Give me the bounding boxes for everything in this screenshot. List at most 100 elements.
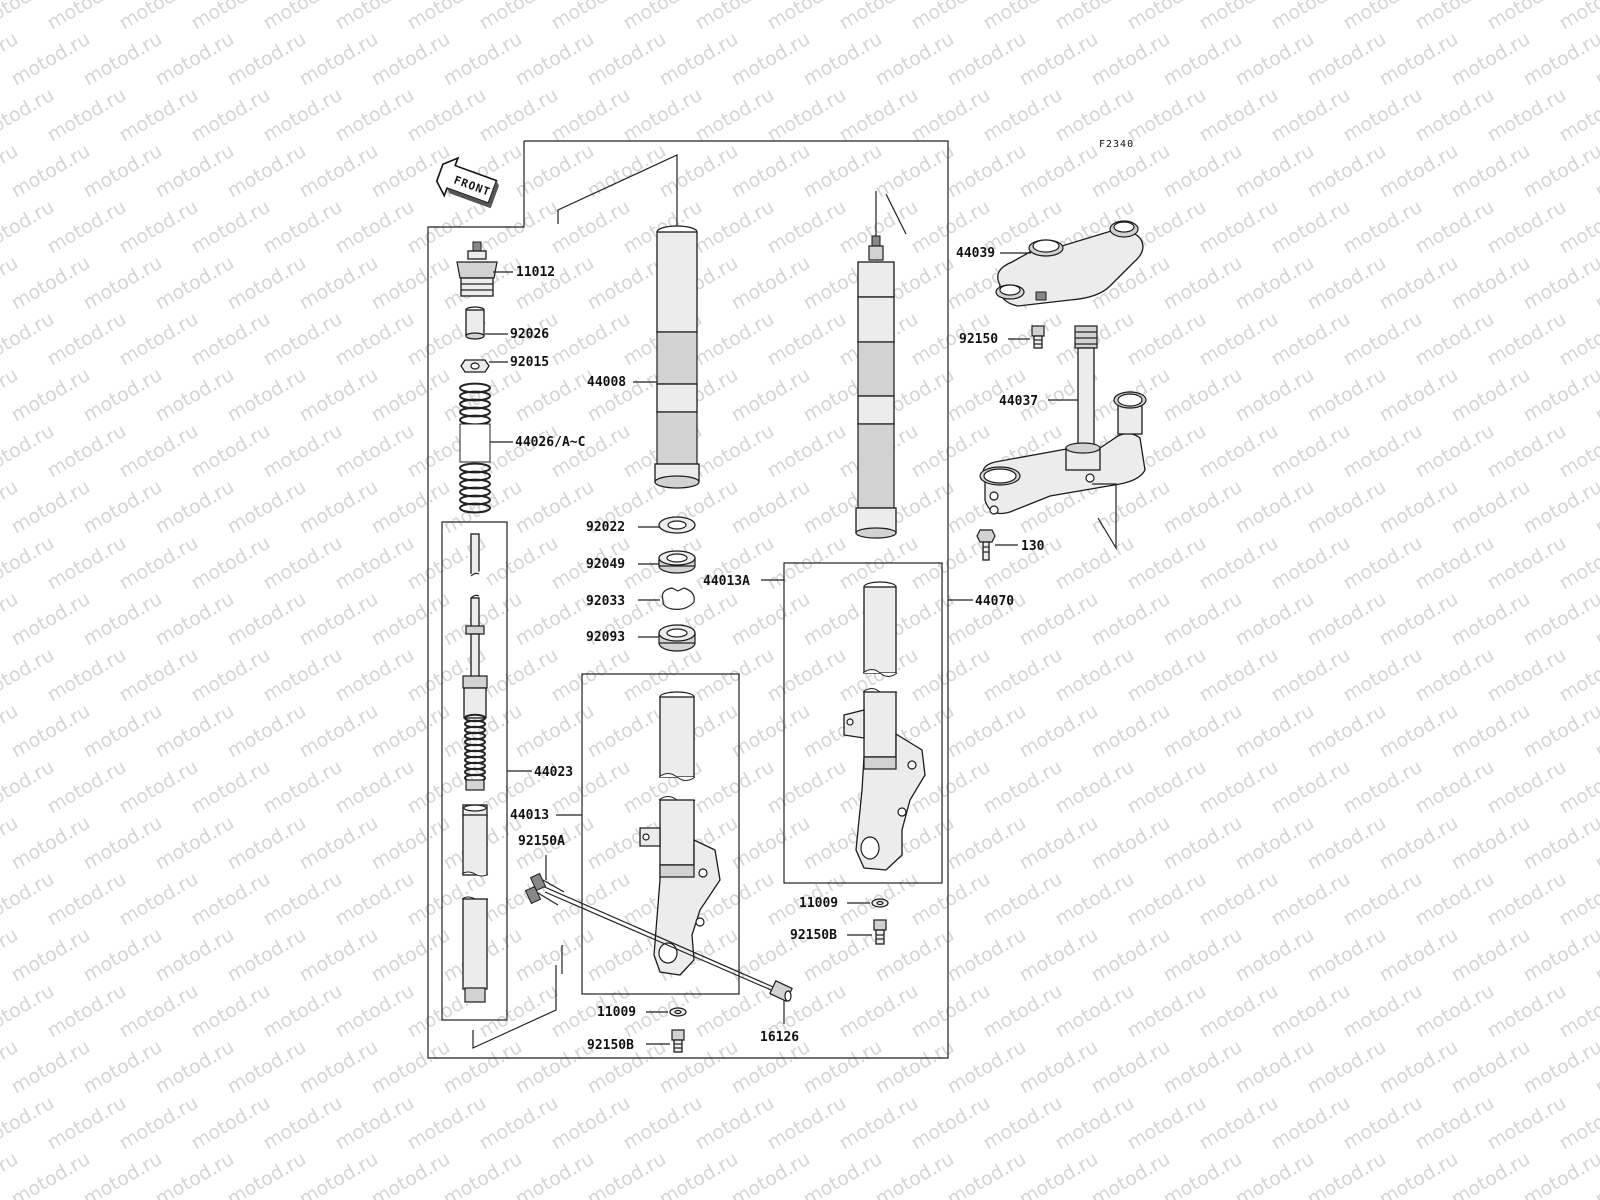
watermark-text: motod.ru	[296, 700, 382, 763]
watermark-text: motod.ru	[1448, 588, 1534, 651]
watermark-text: motod.ru	[1304, 924, 1390, 987]
watermark-text: motod.ru	[728, 252, 814, 315]
bracket-leader-bottom	[472, 965, 557, 1049]
watermark-text: motod.ru	[80, 812, 166, 875]
watermark-text: motod.ru	[368, 812, 454, 875]
watermark-text: motod.ru	[476, 1092, 562, 1155]
watermark-text: motod.ru	[1160, 140, 1246, 203]
watermark-text: motod.ru	[1484, 980, 1570, 1043]
watermark-text: motod.ru	[980, 1092, 1066, 1155]
watermark-text: motod.ru	[764, 644, 850, 707]
front-direction-arrow: FRONT	[435, 156, 499, 209]
watermark-text: motod.ru	[1376, 364, 1462, 427]
watermark-text: motod.ru	[692, 644, 778, 707]
watermark-text: motod.ru	[1304, 28, 1390, 91]
watermark-text: motod.ru	[1484, 868, 1570, 931]
watermark-text: motod.ru	[1448, 700, 1534, 763]
watermark-text: motod.ru	[1448, 140, 1534, 203]
watermark-text: motod.ru	[1520, 364, 1600, 427]
watermark-text: motod.ru	[1484, 196, 1570, 259]
watermark-text: motod.ru	[296, 588, 382, 651]
gasket-part-right	[871, 898, 889, 908]
watermark-text: motod.ru	[1196, 1092, 1282, 1155]
label-92022: 92022	[586, 520, 625, 535]
watermark-text: motod.ru	[1088, 812, 1174, 875]
watermark-text: motod.ru	[368, 364, 454, 427]
watermark-text: motod.ru	[728, 1036, 814, 1099]
watermark-text: motod.ru	[80, 364, 166, 427]
watermark-text: motod.ru	[764, 196, 850, 259]
label-44039: 44039	[956, 246, 995, 261]
watermark-text: motod.ru	[8, 924, 94, 987]
watermark-text: motod.ru	[1268, 1092, 1354, 1155]
watermark-text: motod.ru	[476, 84, 562, 147]
watermark-text: motod.ru	[1376, 140, 1462, 203]
leader-stem-bottom	[1092, 483, 1117, 551]
watermark-text: motod.ru	[1232, 476, 1318, 539]
watermark-text: motod.ru	[332, 308, 418, 371]
watermark-text: motod.ru	[1016, 140, 1102, 203]
watermark-text: motod.ru	[584, 140, 670, 203]
watermark-text: motod.ru	[1052, 84, 1138, 147]
watermark-text: motod.ru	[332, 420, 418, 483]
watermark-text: motod.ru	[512, 1036, 598, 1099]
watermark-text: motod.ru	[800, 140, 886, 203]
watermark-text: motod.ru	[1412, 420, 1498, 483]
watermark-text: motod.ru	[1268, 756, 1354, 819]
watermark-text: motod.ru	[152, 476, 238, 539]
watermark-text: motod.ru	[1448, 1036, 1534, 1099]
watermark-text: motod.ru	[1484, 308, 1570, 371]
watermark-text: motod.ru	[1268, 196, 1354, 259]
watermark-text: motod.ru	[1520, 924, 1600, 987]
watermark-text: motod.ru	[548, 420, 634, 483]
watermark-text: motod.ru	[224, 1036, 310, 1099]
watermark-text: motod.ru	[1088, 28, 1174, 91]
watermark-text: motod.ru	[1268, 532, 1354, 595]
watermark-text: motod.ru	[728, 28, 814, 91]
watermark-text: motod.ru	[332, 196, 418, 259]
watermark-text: motod.ru	[116, 196, 202, 259]
watermark-text: motod.ru	[80, 476, 166, 539]
cap-bolt-part	[456, 241, 498, 297]
watermark-text: motod.ru	[1268, 868, 1354, 931]
watermark-text: motod.ru	[908, 1092, 994, 1155]
watermark-text: motod.ru	[368, 588, 454, 651]
watermark-text: motod.ru	[152, 28, 238, 91]
watermark-text: motod.ru	[1304, 364, 1390, 427]
watermark-text: motod.ru	[80, 252, 166, 315]
watermark-text: motod.ru	[188, 868, 274, 931]
watermark-text: motod.ru	[260, 756, 346, 819]
watermark-text: motod.ru	[260, 84, 346, 147]
watermark-text: motod.ru	[116, 532, 202, 595]
watermark-text: motod.ru	[80, 700, 166, 763]
watermark-text: motod.ru	[656, 1036, 742, 1099]
watermark-text: motod.ru	[224, 28, 310, 91]
watermark-text: motod.ru	[908, 84, 994, 147]
watermark-text: motod.ru	[368, 1036, 454, 1099]
watermark-text: motod.ru	[1124, 532, 1210, 595]
watermark-text: motod.ru	[1484, 532, 1570, 595]
label-44008: 44008	[587, 375, 626, 390]
watermark-text: motod.ru	[692, 196, 778, 259]
steering-stem-part	[979, 325, 1147, 515]
watermark-text: motod.ru	[260, 644, 346, 707]
watermark-text: motod.ru	[260, 980, 346, 1043]
label-92033: 92033	[586, 594, 625, 609]
watermark-text: motod.ru	[1268, 644, 1354, 707]
watermark-text: motod.ru	[224, 364, 310, 427]
watermark-text: motod.ru	[944, 924, 1030, 987]
label-44023: 44023	[534, 765, 573, 780]
watermark-text: motod.ru	[152, 812, 238, 875]
watermark-text: motod.ru	[8, 140, 94, 203]
watermark-text: motod.ru	[1376, 588, 1462, 651]
watermark-text: motod.ru	[152, 364, 238, 427]
outer-tube-box-44013	[581, 673, 740, 995]
watermark-text: motod.ru	[1376, 1036, 1462, 1099]
watermark-text: motod.ru	[1340, 420, 1426, 483]
watermark-text: motod.ru	[332, 532, 418, 595]
watermark-text: motod.ru	[548, 1092, 634, 1155]
watermark-text: motod.ru	[8, 812, 94, 875]
watermark-text: motod.ru	[1232, 140, 1318, 203]
